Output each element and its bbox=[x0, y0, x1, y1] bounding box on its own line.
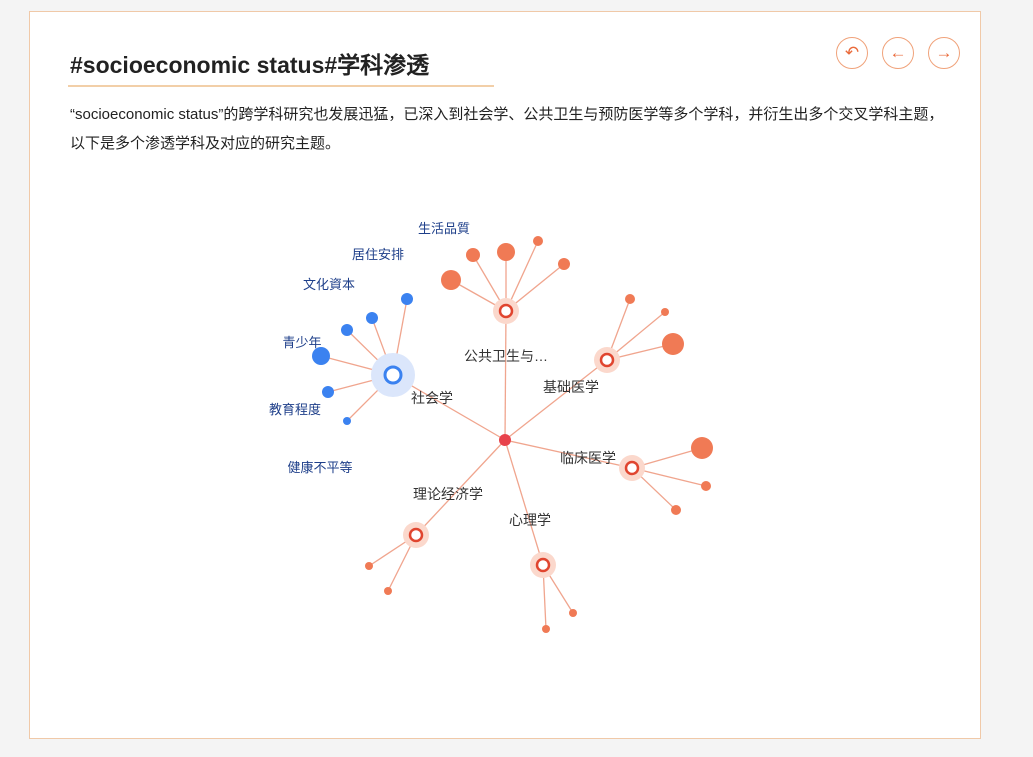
topic-node[interactable] bbox=[341, 324, 353, 336]
topic-node[interactable] bbox=[661, 308, 669, 316]
discipline-node[interactable] bbox=[383, 365, 403, 385]
description: “socioeconomic status”的跨学科研究也发展迅猛，已深入到社会… bbox=[70, 106, 944, 152]
discipline-label[interactable]: 社会学 bbox=[411, 390, 453, 406]
edge bbox=[415, 439, 506, 536]
topic-node[interactable] bbox=[497, 243, 515, 261]
root-node[interactable] bbox=[499, 434, 511, 446]
topic-node[interactable] bbox=[466, 248, 480, 262]
undo-icon: ↶ bbox=[844, 43, 860, 62]
topic-node[interactable] bbox=[322, 386, 334, 398]
topic-node[interactable] bbox=[671, 505, 681, 515]
discipline-label[interactable]: 基础医学 bbox=[543, 379, 599, 395]
topic-node[interactable] bbox=[662, 333, 684, 355]
topic-label[interactable]: 青少年 bbox=[282, 335, 321, 350]
discipline-node[interactable] bbox=[535, 557, 551, 573]
topic-node[interactable] bbox=[441, 270, 461, 290]
topic-node[interactable] bbox=[312, 347, 330, 365]
edge bbox=[504, 359, 608, 441]
discipline-label[interactable]: 公共卫生与… bbox=[464, 348, 548, 364]
discipline-node[interactable] bbox=[498, 303, 514, 319]
topic-node[interactable] bbox=[343, 417, 351, 425]
topic-label[interactable]: 教育程度 bbox=[269, 402, 321, 417]
topic-node[interactable] bbox=[401, 293, 413, 305]
topic-node[interactable] bbox=[384, 587, 392, 595]
discipline-node[interactable] bbox=[408, 527, 424, 543]
back-button[interactable]: ↶ bbox=[836, 37, 868, 69]
topic-node[interactable] bbox=[366, 312, 378, 324]
edge bbox=[504, 439, 633, 469]
discipline-label[interactable]: 心理学 bbox=[509, 512, 551, 528]
arrow-left-icon: ← bbox=[889, 43, 907, 62]
topic-label[interactable]: 健康不平等 bbox=[287, 460, 352, 475]
prev-button[interactable]: ← bbox=[882, 37, 914, 69]
edge bbox=[504, 310, 507, 441]
topic-node[interactable] bbox=[701, 481, 711, 491]
arrow-right-icon: → bbox=[935, 43, 953, 62]
topic-node[interactable] bbox=[542, 625, 550, 633]
title-underline bbox=[68, 85, 494, 87]
discipline-label[interactable]: 理论经济学 bbox=[413, 486, 483, 502]
topic-node[interactable] bbox=[691, 437, 713, 459]
next-button[interactable]: → bbox=[928, 37, 960, 69]
topic-label[interactable]: 文化資本 bbox=[303, 277, 355, 292]
topic-node[interactable] bbox=[533, 236, 543, 246]
discipline-node[interactable] bbox=[624, 460, 640, 476]
topic-label[interactable]: 生活品質 bbox=[418, 221, 470, 236]
topic-label[interactable]: 居住安排 bbox=[352, 247, 404, 262]
topic-node[interactable] bbox=[625, 294, 635, 304]
topic-node[interactable] bbox=[569, 609, 577, 617]
topic-node[interactable] bbox=[558, 258, 570, 270]
page-title: #socioeconomic status#学科渗透 bbox=[70, 52, 430, 78]
edge bbox=[504, 439, 544, 566]
topic-node[interactable] bbox=[365, 562, 373, 570]
discipline-label[interactable]: 临床医学 bbox=[560, 450, 616, 466]
discipline-node[interactable] bbox=[599, 352, 615, 368]
